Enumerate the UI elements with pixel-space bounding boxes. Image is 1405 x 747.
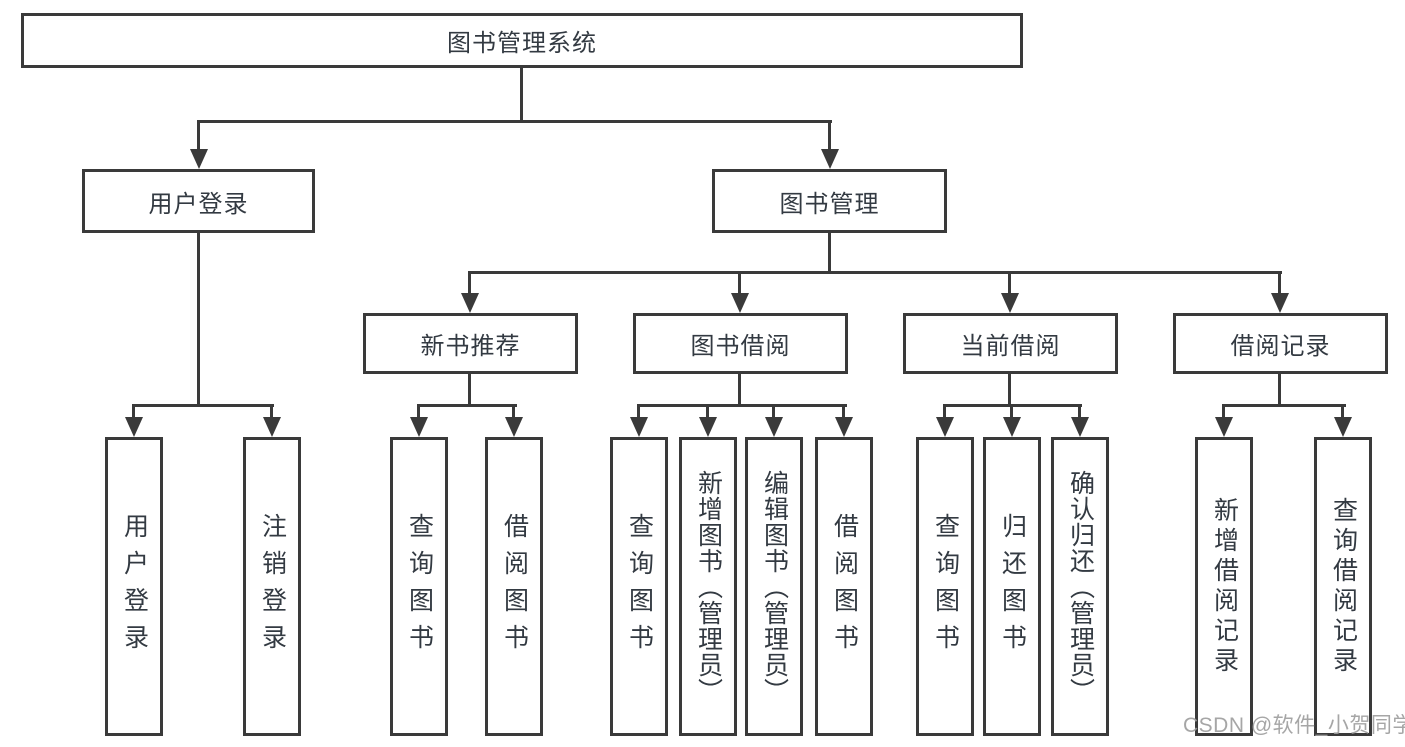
leaf-query-borrow-record: 查询借阅记录: [1314, 437, 1372, 736]
arrow-down-icon: [731, 293, 749, 313]
leaf-user-login-label: 用户登录: [120, 512, 149, 661]
connector-bookborrow-branch: [637, 404, 847, 407]
node-user-login: 用户登录: [82, 169, 315, 233]
connector-stem-leaf: [772, 404, 775, 419]
leaf-add-book-admin: 新增图书（管理员）: [679, 437, 737, 736]
leaf-current-query-book: 查询图书: [916, 437, 974, 736]
leaf-return-book: 归还图书: [983, 437, 1041, 736]
connector-currentborrow-drop: [1008, 374, 1011, 407]
connector-userlogin-drop: [197, 233, 200, 407]
connector-borrowrecords-drop: [1278, 374, 1281, 407]
leaf-return-book-label: 归还图书: [998, 512, 1027, 661]
arrow-down-icon: [936, 417, 954, 437]
leaf-recommend-borrow-book-label: 借阅图书: [500, 512, 529, 661]
arrow-down-icon: [1071, 417, 1089, 437]
node-new-book-recommend-label: 新书推荐: [420, 333, 521, 360]
node-root: 图书管理系统: [21, 13, 1023, 68]
connector-stem-user-login: [197, 120, 200, 151]
connector-bookmgmt-branch: [468, 271, 1282, 274]
leaf-recommend-query-book: 查询图书: [390, 437, 448, 736]
arrow-down-icon: [461, 293, 479, 313]
node-book-borrowing-label: 图书借阅: [690, 333, 791, 360]
connector-bookborrow-drop: [738, 374, 741, 407]
arrow-down-icon: [699, 417, 717, 437]
leaf-logout: 注销登录: [243, 437, 301, 736]
connector-stem-current-borrow: [1008, 271, 1011, 295]
node-borrowing-records-label: 借阅记录: [1230, 333, 1331, 360]
arrow-down-icon: [410, 417, 428, 437]
leaf-borrowing-query-book: 查询图书: [610, 437, 668, 736]
node-current-borrowing: 当前借阅: [903, 313, 1118, 374]
leaf-borrowing-borrow-book-label: 借阅图书: [830, 512, 859, 661]
arrow-down-icon: [1334, 417, 1352, 437]
arrow-down-icon: [125, 417, 143, 437]
leaf-user-login: 用户登录: [105, 437, 163, 736]
connector-userlogin-branch: [132, 404, 274, 407]
leaf-current-query-book-label: 查询图书: [931, 512, 960, 661]
leaf-add-borrow-record-label: 新增借阅记录: [1210, 496, 1239, 677]
connector-bookmgmt-drop: [828, 233, 831, 274]
connector-stem-leaf: [1341, 404, 1344, 419]
connector-stem-leaf: [842, 404, 845, 419]
arrow-down-icon: [630, 417, 648, 437]
arrow-down-icon: [1003, 417, 1021, 437]
connector-stem-new-book: [468, 271, 471, 295]
arrow-down-icon: [1215, 417, 1233, 437]
leaf-query-borrow-record-label: 查询借阅记录: [1329, 496, 1358, 677]
connector-stem-book-mgmt: [828, 120, 831, 151]
leaf-recommend-query-book-label: 查询图书: [405, 512, 434, 661]
leaf-logout-label: 注销登录: [258, 512, 287, 661]
arrow-down-icon: [835, 417, 853, 437]
connector-newbook-branch: [417, 404, 517, 407]
leaf-borrowing-query-book-label: 查询图书: [625, 512, 654, 661]
node-book-management-label: 图书管理: [779, 190, 880, 218]
arrow-down-icon: [505, 417, 523, 437]
arrow-down-icon: [1001, 293, 1019, 313]
leaf-borrowing-borrow-book: 借阅图书: [815, 437, 873, 736]
connector-stem-leaf: [1010, 404, 1013, 419]
leaf-edit-book-admin-label: 编辑图书（管理员）: [760, 469, 789, 704]
arrow-down-icon: [1271, 293, 1289, 313]
leaf-confirm-return-admin: 确认归还（管理员）: [1051, 437, 1109, 736]
node-new-book-recommend: 新书推荐: [363, 313, 578, 374]
connector-stem-leaf: [943, 404, 946, 419]
connector-borrowrecords-branch: [1222, 404, 1346, 407]
connector-root-drop: [520, 66, 523, 123]
connector-stem-leaf: [1222, 404, 1225, 419]
connector-stem-borrow-records: [1278, 271, 1281, 295]
connector-root-branch: [197, 120, 832, 123]
connector-stem-leaf: [637, 404, 640, 419]
connector-newbook-drop: [468, 374, 471, 407]
connector-stem-leaf: [270, 404, 273, 419]
leaf-confirm-return-admin-label: 确认归还（管理员）: [1066, 469, 1095, 704]
connector-stem-leaf: [132, 404, 135, 419]
leaf-add-book-admin-label: 新增图书（管理员）: [694, 469, 723, 704]
arrow-down-icon: [765, 417, 783, 437]
csdn-watermark: CSDN @软件_小贺同学: [1183, 714, 1405, 737]
node-book-borrowing: 图书借阅: [633, 313, 848, 374]
connector-stem-leaf: [1078, 404, 1081, 419]
connector-stem-leaf: [512, 404, 515, 419]
connector-stem-leaf: [417, 404, 420, 419]
leaf-recommend-borrow-book: 借阅图书: [485, 437, 543, 736]
connector-stem-leaf: [706, 404, 709, 419]
arrow-down-icon: [190, 149, 208, 169]
node-root-label: 图书管理系统: [447, 30, 597, 57]
arrow-down-icon: [263, 417, 281, 437]
node-user-login-label: 用户登录: [148, 190, 249, 218]
connector-stem-book-borrow: [738, 271, 741, 295]
node-book-management: 图书管理: [712, 169, 947, 233]
node-current-borrowing-label: 当前借阅: [960, 333, 1061, 360]
leaf-edit-book-admin: 编辑图书（管理员）: [745, 437, 803, 736]
arrow-down-icon: [821, 149, 839, 169]
leaf-add-borrow-record: 新增借阅记录: [1195, 437, 1253, 736]
node-borrowing-records: 借阅记录: [1173, 313, 1388, 374]
